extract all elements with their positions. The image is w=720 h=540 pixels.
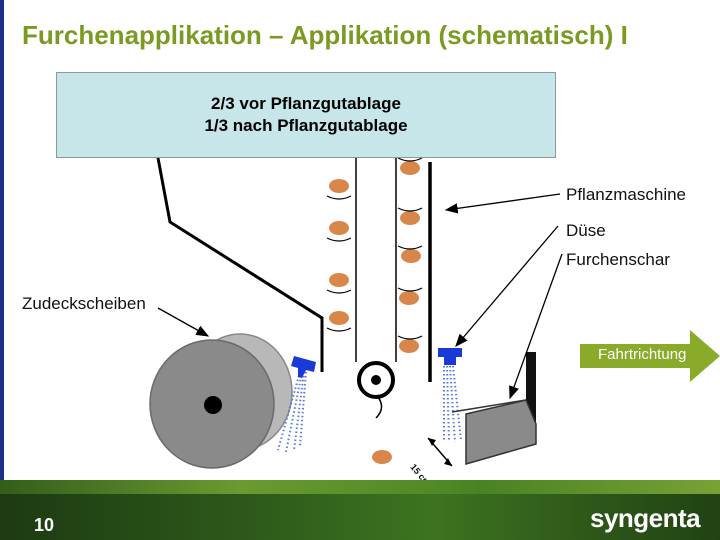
covering-discs [149, 333, 293, 469]
tuber [329, 273, 349, 287]
tuber [399, 291, 419, 305]
tuber [400, 211, 420, 225]
tuber-column-left [326, 179, 352, 332]
distance-indicator [427, 437, 453, 467]
left-accent-bar [0, 0, 4, 480]
label-pflanzmaschine: Pflanzmaschine [566, 185, 687, 204]
spray-right [443, 365, 462, 443]
callout-line-1: 2/3 vor Pflanzgutablage [211, 94, 401, 113]
callout-line-2: 1/3 nach Pflanzgutablage [204, 116, 408, 135]
tuber [329, 311, 349, 325]
drive-wheel [357, 361, 395, 419]
pointer-duese [455, 225, 559, 347]
tuber-dropped [372, 450, 392, 464]
tuber [400, 161, 420, 175]
page-number: 10 [34, 515, 55, 535]
pointer-zudeckscheiben [157, 307, 210, 337]
tuber [401, 249, 421, 263]
spray-left [277, 371, 307, 453]
syngenta-logo: syngenta [590, 503, 701, 533]
tuber-column-right [397, 157, 423, 353]
label-duese: Düse [566, 221, 606, 240]
page-title: Furchenapplikation – Applikation (schema… [22, 20, 628, 50]
label-fahrtrichtung: Fahrtrichtung [598, 346, 687, 363]
nozzle-left [277, 356, 316, 453]
direction-arrow [580, 330, 720, 382]
pointer-furchenschar [509, 253, 563, 400]
planting-machine-diagram [149, 157, 720, 469]
pointer-pflanzmaschine [444, 193, 561, 214]
label-zudeckscheiben: Zudeckscheiben [22, 294, 146, 313]
footer-stripe [0, 480, 720, 494]
furrow-opener [451, 352, 537, 465]
nozzle-right [438, 348, 462, 443]
tuber [329, 221, 349, 235]
label-furchenschar: Furchenschar [566, 250, 670, 269]
application-ratio-callout: 2/3 vor Pflanzgutablage 1/3 nach Pflanzg… [56, 72, 556, 158]
tuber [399, 339, 419, 353]
hopper-frame [156, 157, 324, 372]
tuber [329, 179, 349, 193]
